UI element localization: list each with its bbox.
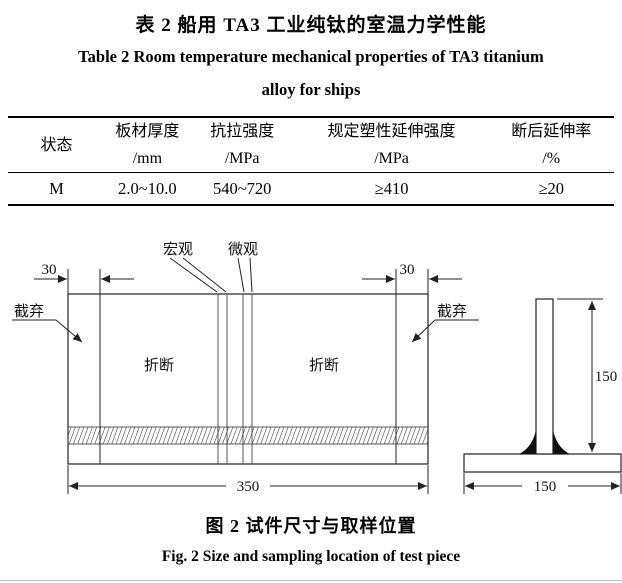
micro-leader-line-1 (237, 257, 245, 293)
col-unit-tensile-strength: /MPa (224, 150, 260, 167)
test-piece-diagram: 宏观 微观 30 30 折断 折断 截弃 截弃 (12, 241, 622, 495)
discard-right-label: 截弃 (437, 303, 467, 320)
cell-proof-strength: ≥410 (374, 179, 409, 198)
micro-leader-line-2 (249, 257, 253, 293)
table-title-english-line2: alloy for ships (261, 80, 361, 99)
col-header-elongation: 断后延伸率 (511, 123, 592, 140)
macro-leader-line-2 (182, 257, 227, 293)
macro-sample-label: 宏观 (163, 241, 193, 258)
weld-fillet-right (553, 430, 570, 454)
break-region-left-label: 折断 (144, 357, 174, 374)
dim-section-width: 150 (534, 479, 557, 495)
figure-caption-english: Fig. 2 Size and sampling location of tes… (161, 548, 461, 565)
dim-edge-right: 30 (400, 262, 415, 278)
section-base-plate (463, 453, 622, 473)
figure-caption-chinese: 图 2 试件尺寸与取样位置 (205, 516, 417, 536)
micro-sample-label: 微观 (228, 241, 258, 258)
callout-arrow (411, 319, 436, 343)
col-unit-elongation: /% (542, 150, 561, 167)
cell-thickness: 2.0~10.0 (118, 179, 177, 198)
cell-elongation: ≥20 (538, 179, 565, 198)
discard-left-label: 截弃 (14, 303, 44, 320)
col-unit-thickness: /mm (132, 150, 163, 167)
dim-section-height: 150 (595, 369, 618, 385)
col-header-tensile-strength: 抗拉强度 (210, 123, 275, 140)
cell-state: M (49, 179, 64, 198)
callout-arrow (55, 319, 83, 343)
mechanical-properties-table: 状态 板材厚度 抗拉强度 规定塑性延伸强度 断后延伸率 /mm /MPa /MP… (8, 116, 614, 206)
table-title-chinese: 表 2 船用 TA3 工业纯钛的室温力学性能 (135, 15, 487, 36)
weld-seam-band (67, 426, 429, 445)
col-header-proof-strength: 规定塑性延伸强度 (327, 123, 456, 140)
weld-fillet-left (519, 430, 536, 454)
cell-tensile-strength: 540~720 (212, 179, 272, 198)
col-unit-proof-strength: /MPa (374, 150, 409, 167)
macro-leader-line-1 (169, 257, 218, 293)
section-vertical-plate (535, 298, 554, 455)
col-header-thickness: 板材厚度 (115, 123, 180, 140)
col-header-state: 状态 (40, 136, 73, 154)
table-header: 状态 板材厚度 抗拉强度 规定塑性延伸强度 断后延伸率 /mm /MPa /MP… (8, 117, 614, 173)
dim-plate-length: 350 (237, 479, 260, 495)
page-bottom-rule (0, 580, 622, 581)
dim-edge-left: 30 (42, 262, 57, 278)
table-title-english-line1: Table 2 Room temperature mechanical prop… (78, 47, 544, 66)
break-region-right-label: 折断 (309, 357, 339, 374)
table-row: M 2.0~10.0 540~720 ≥410 ≥20 (8, 173, 614, 206)
